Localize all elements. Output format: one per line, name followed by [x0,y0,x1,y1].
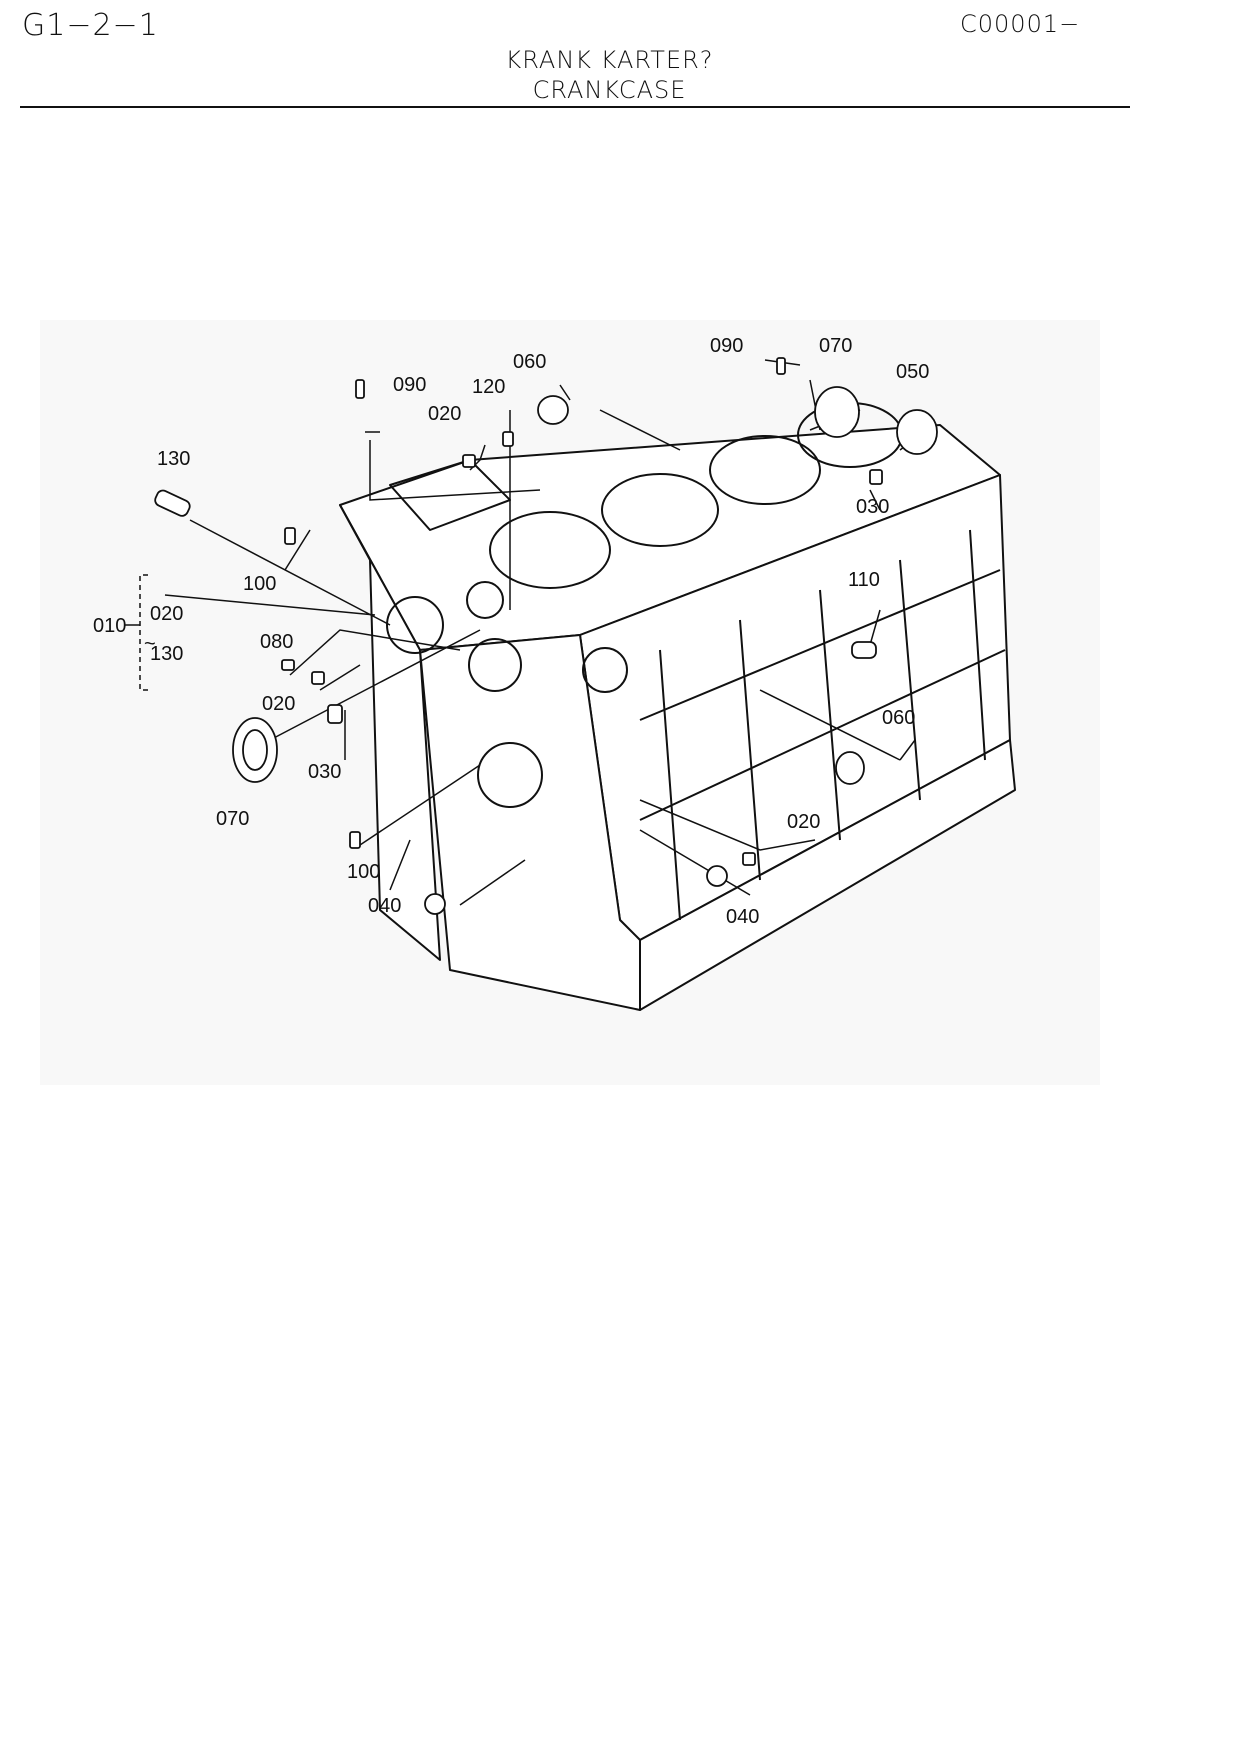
callout-030-front: 030 [308,761,341,783]
range-tilde: ~ [144,633,156,655]
part-020-plug-side [742,852,756,866]
part-120-plug [502,431,514,447]
callout-060-top: 060 [513,351,546,373]
callout-020-top: 020 [428,403,461,425]
small-parts [154,357,938,915]
part-090-pin-left [355,379,365,399]
callout-030-rear: 030 [856,496,889,518]
callout-070-front: 070 [216,808,249,830]
callout-060-side: 060 [882,707,915,729]
callout-090-right: 090 [710,335,743,357]
callout-080: 080 [260,631,293,653]
callout-020-side: 020 [787,811,820,833]
part-100-pin-bottom [349,831,361,849]
reference-code: C00001− [960,10,1081,38]
header-rule [20,106,1130,108]
part-100-pin-top [284,527,296,545]
part-070-seal-front-inner [242,729,268,771]
part-040-cap-side [706,865,728,887]
part-130-plug [154,489,191,517]
callout-070-rear: 070 [819,335,852,357]
crankcase-exploded-diagram: ~ 130 100 010 020 130 080 020 070 030 10… [40,320,1100,1085]
callout-130-top: 130 [157,448,190,470]
part-020-plug-top [462,454,476,468]
callout-020-range-start: 020 [150,603,183,625]
callout-100-top: 100 [243,573,276,595]
title-german: KRANK KARTER? [505,46,714,74]
callout-040-front: 040 [368,895,401,917]
part-030-plug-front [327,704,343,724]
callout-050: 050 [896,361,929,383]
diagram-svg: ~ 130 100 010 020 130 080 020 070 030 10… [40,320,1100,1085]
part-050-plug [896,409,938,455]
part-110-bush [851,641,877,659]
part-030-plug-rear [869,469,883,485]
callout-110: 110 [848,569,880,591]
callout-120: 120 [472,376,505,398]
title-english: CRANKCASE [532,76,687,104]
callout-020-front: 020 [262,693,295,715]
callout-090-left: 090 [393,374,426,396]
part-040-cap-front [424,893,446,915]
crankcase-block [339,402,1016,1011]
part-090-pin-right [776,357,786,375]
callout-010: 010 [93,615,126,637]
part-060-cap-side [835,751,865,785]
part-020-plug-front [311,671,325,685]
group-bracket [139,574,148,691]
callout-100-bottom: 100 [347,861,380,883]
part-080-pin [281,659,295,671]
part-070-seal-rear [814,386,860,438]
page-code: G1−2−1 [22,8,159,43]
callout-040-side: 040 [726,906,759,928]
part-060-cap-top [537,395,569,425]
callout-130-range-end: 130 [150,643,183,665]
